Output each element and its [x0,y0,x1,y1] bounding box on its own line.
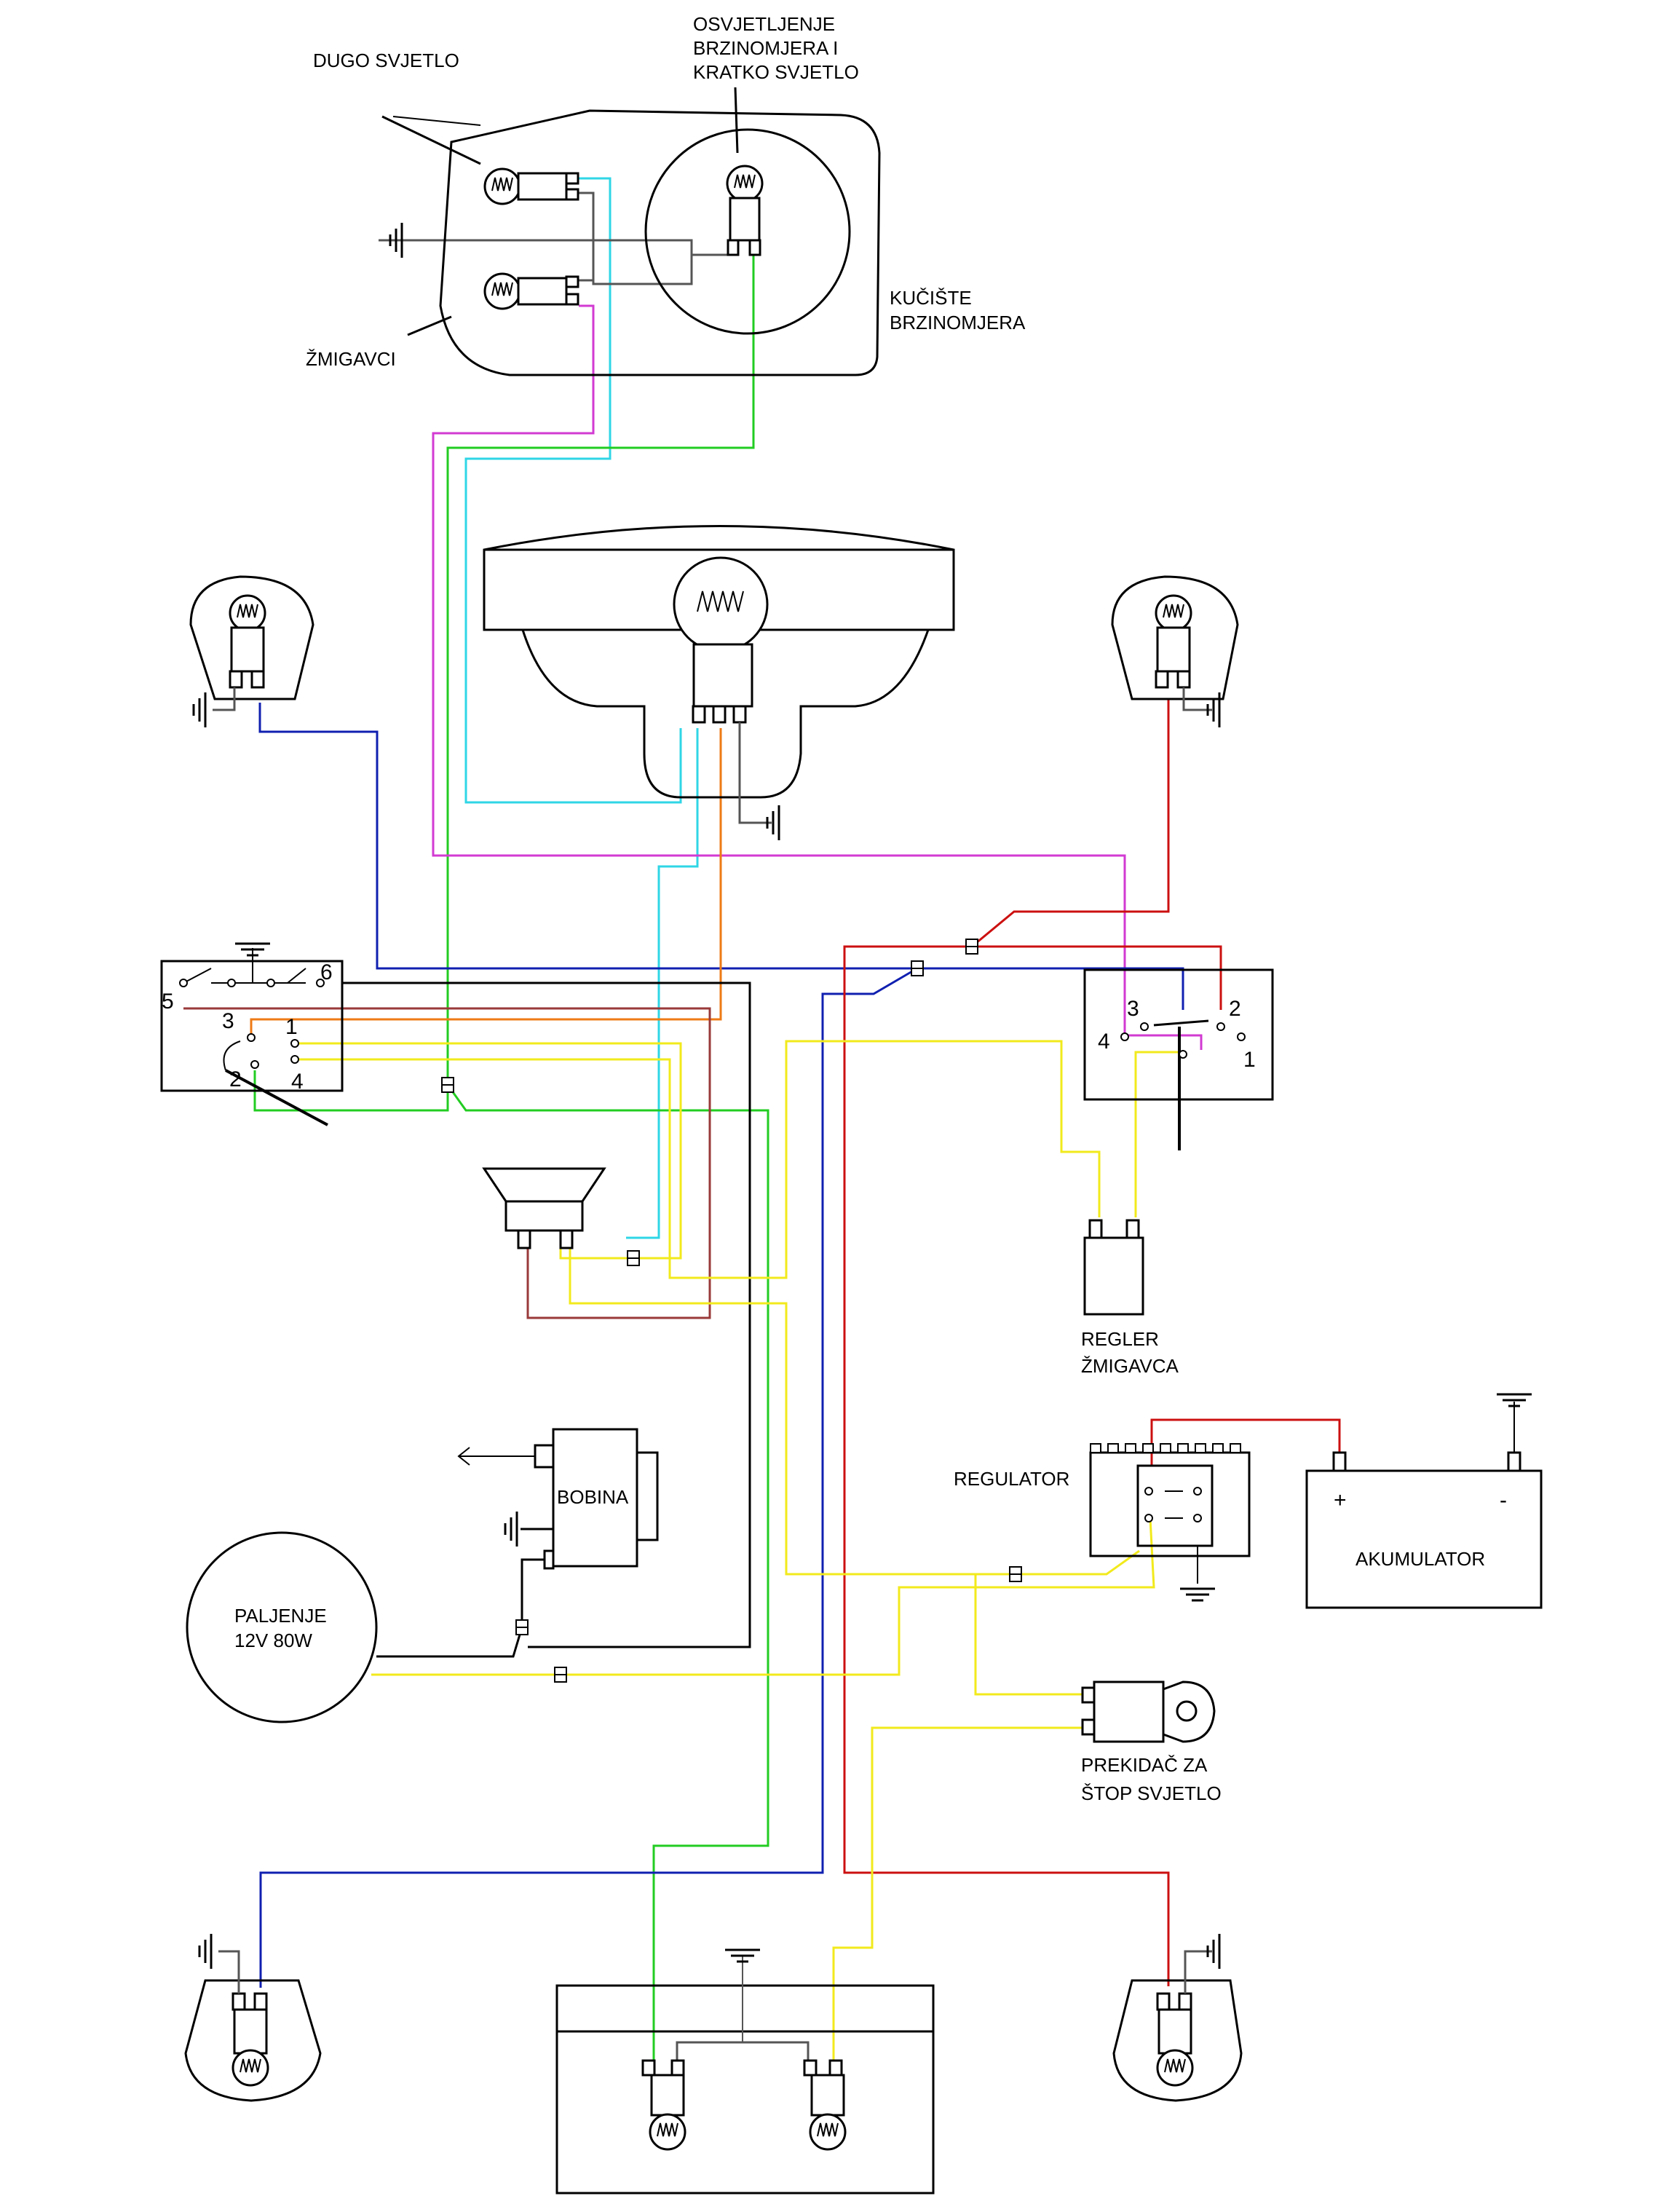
front-right-turn-signal [1111,575,1239,729]
headlight [483,525,955,842]
paljenje-label-2: 12V 80W [234,1630,312,1651]
battery: + - AKUMULATOR [1305,1393,1543,1609]
zmigavci-label: ŽMIGAVCI [306,348,396,370]
flasher-relay [1083,1219,1144,1316]
bulb-icon [229,594,266,632]
connector-icon [441,1077,454,1093]
indicator-switch-terminal-4: 4 [1098,1030,1110,1054]
rear-left-turn-signal [184,1932,322,2102]
front-left-turn-signal [189,575,314,729]
light-switch: 5 6 3 1 2 4 [160,942,344,1126]
indicator-switch-terminal-1: 1 [1243,1048,1256,1072]
dugo-svjetlo-label: DUGO SVJETLO [313,50,459,71]
connector-icon [911,960,924,976]
wire-blue-2 [259,967,918,1988]
wire-cyan-1 [464,177,682,804]
wire-yellow-1 [295,1042,682,1260]
light-switch-terminal-4: 4 [291,1070,304,1094]
wire-yellow-5 [974,1574,1085,1696]
osvjetljenje-label-2: BRZINOMJERA I [693,37,838,59]
wire-yellow-7 [832,1726,1085,2061]
light-switch-terminal-2: 2 [229,1067,242,1091]
speedo-light-bulb-icon [726,165,764,202]
voltage-regulator: REGULATOR [954,1443,1251,1602]
rear-right-turn-signal [1112,1932,1243,2102]
osvjetljenje-label-1: OSVJETLJENJE [693,13,835,35]
wire-gray-speedo-3 [379,239,693,255]
turn-signal-switch: 3 2 4 1 [1083,968,1274,1150]
prekidac-label-1: PREKIDAČ ZA [1081,1754,1208,1776]
kuciste-label-2: BRZINOMJERA [890,312,1026,333]
ground-icon [192,691,207,729]
regler-label-2: ŽMIGAVCA [1081,1355,1179,1377]
stop-bulb-icon [809,2113,847,2151]
wire-green-2 [446,1084,769,2061]
ignition-coil: BOBINA [457,1428,659,1570]
tail-bulb-icon [649,2113,686,2151]
wire-yellow-3 [1134,1051,1183,1217]
wire-brown-1 [183,1007,711,1319]
connector-icon [965,939,978,955]
wire-black-1 [342,981,751,1648]
wire-blue-1 [258,703,1184,1010]
connector-icon [1009,1566,1022,1582]
wire-yellow-2 [295,1040,1101,1279]
battery-icon [1305,1469,1543,1609]
prekidac-label-2: ŠTOP SVJETLO [1081,1782,1222,1804]
wire-gray-speedo-2 [592,253,735,285]
connector-icon [554,1667,567,1683]
connector-icon [515,1619,529,1635]
battery-plus-label: + [1334,1488,1347,1512]
ground-icon [504,1510,518,1548]
light-switch-terminal-5: 5 [162,990,174,1014]
light-switch-terminal-1: 1 [285,1015,298,1039]
wire-yellow-6 [371,1517,1155,1676]
brake-light-switch [1081,1680,1216,1743]
wires [183,177,1341,2061]
light-switch-terminal-3: 3 [222,1009,234,1033]
regler-label-1: REGLER [1081,1328,1159,1350]
wire-gray-speedo [579,191,595,282]
speedometer-housing [381,87,881,376]
kuciste-label-1: KUČIŠTE [890,287,972,309]
bulb-icon [1155,594,1192,632]
paljenje-label-1: PALJENJE [234,1605,327,1627]
ground-icon [198,1932,213,1970]
wire-red-3 [1150,1418,1341,1465]
connector-icon [627,1250,640,1266]
bobina-label: BOBINA [557,1486,629,1508]
indicator-switch-terminal-3: 3 [1127,997,1139,1021]
horn [482,1167,606,1249]
ignition-generator: PALJENJE 12V 80W [186,1531,378,1723]
labels: DUGO SVJETLO OSVJETLJENJE BRZINOMJERA I … [306,13,1222,1804]
bulb-icon [1156,2049,1194,2087]
high-beam-bulb-icon [483,167,521,205]
wire-green-1 [253,255,755,1112]
indicator-switch-terminal-2: 2 [1229,997,1241,1021]
wire-red-1 [843,699,1170,1986]
wire-yellow-4 [569,1249,1140,1576]
light-switch-terminal-6: 6 [320,960,333,984]
tail-light [555,1948,935,2195]
osvjetljenje-label-3: KRATKO SVJETLO [693,61,859,83]
wire-orange [250,728,722,1038]
ground-icon [1179,1587,1216,1602]
wire-magenta [432,304,1203,1050]
wire-black-2 [376,1558,550,1658]
turn-signal-indicator-bulb-icon [483,272,521,310]
bulb-icon [231,2049,269,2087]
wire-red-2 [972,945,1222,1010]
wire-cyan-2 [626,728,699,1239]
akumulator-label: AKUMULATOR [1356,1548,1485,1570]
regulator-label: REGULATOR [954,1468,1069,1490]
horn-icon [482,1167,606,1203]
battery-minus-label: - [1500,1488,1507,1512]
